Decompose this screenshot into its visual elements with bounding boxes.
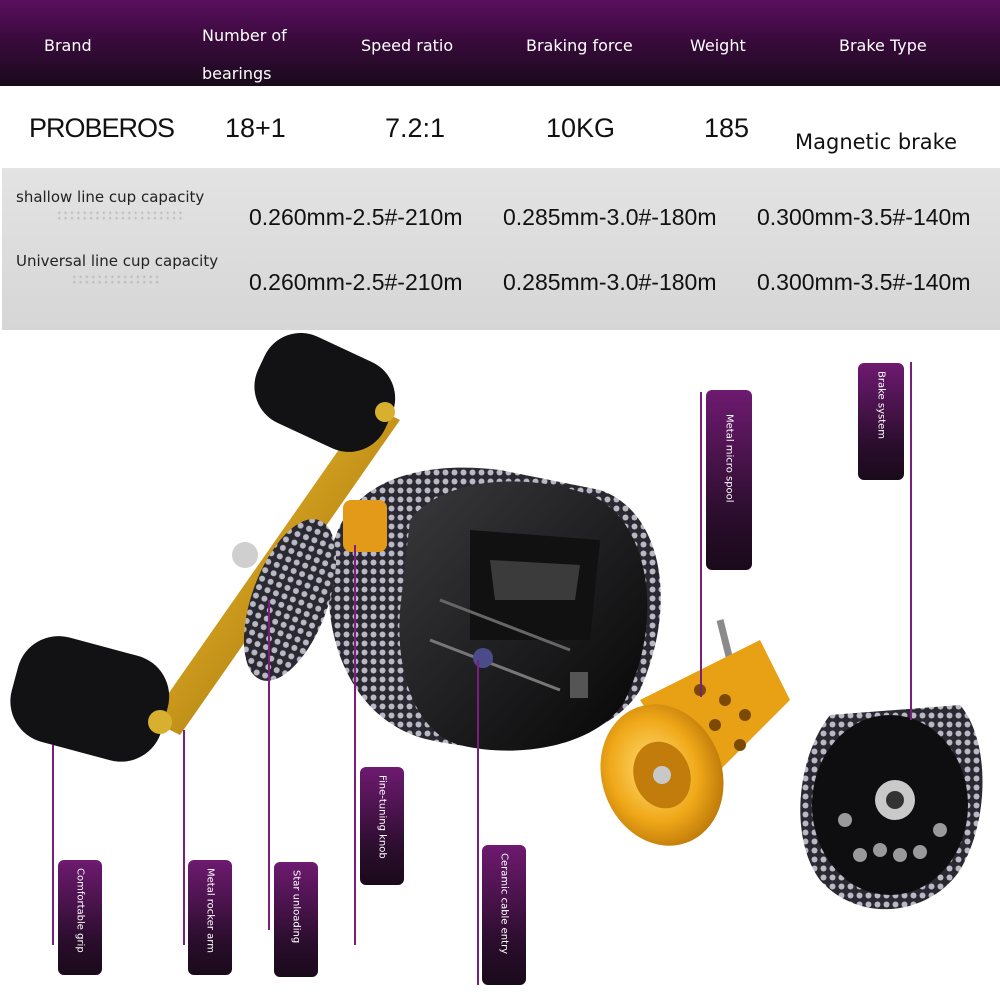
callout-fine-tuning-knob-label: Fine-tuning knob (376, 775, 388, 859)
header-brake-type: Brake Type (839, 36, 927, 55)
header-bearings-line2: bearings (202, 64, 272, 83)
spec-bearings: 18+1 (225, 113, 286, 143)
callout-metal-micro-spool-label: Metal micro spool (723, 414, 735, 503)
header-braking-force: Braking force (526, 36, 633, 55)
callout-star-unloading: Star unloading (274, 862, 318, 977)
universal-capacity-value-3: 0.300mm-3.5#-140m (757, 269, 971, 295)
brake-system-illustration (800, 705, 983, 910)
shallow-capacity-value-3: 0.300mm-3.5#-140m (757, 204, 971, 230)
callout-line-metal-rocker-arm (183, 730, 185, 945)
shallow-capacity-value-2: 0.285mm-3.0#-180m (503, 204, 717, 230)
callout-line-star-unloading (268, 600, 270, 930)
spec-braking-force: 10KG (546, 113, 616, 143)
callout-star-unloading-label: Star unloading (290, 870, 302, 944)
universal-capacity-value-2: 0.285mm-3.0#-180m (503, 269, 717, 295)
callout-line-metal-micro-spool (700, 392, 702, 697)
callout-line-ceramic-cable-entry (477, 660, 479, 985)
callout-ceramic-cable-entry-label: Ceramic cable entry (498, 853, 510, 955)
spec-table-header: Brand Number of bearings Speed ratio Bra… (0, 0, 1000, 86)
universal-capacity-label: Universal line cup capacity (16, 252, 219, 270)
callout-line-comfortable-grip (52, 745, 54, 945)
callout-line-brake-system (910, 362, 912, 720)
spec-values-row: PROBEROS 18+1 7.2:1 10KG 185 Magnetic br… (0, 88, 1000, 168)
callout-metal-rocker-arm: Metal rocker arm (188, 860, 232, 975)
callout-metal-rocker-arm-label: Metal rocker arm (204, 868, 216, 953)
header-speed-ratio: Speed ratio (361, 36, 454, 55)
callout-fine-tuning-knob: Fine-tuning knob (360, 767, 404, 885)
shallow-capacity-label: shallow line cup capacity (16, 188, 205, 206)
spec-speed-ratio: 7.2:1 (385, 113, 446, 143)
metal-micro-spool-illustration (600, 619, 790, 846)
shallow-capacity-value-1: 0.260mm-2.5#-210m (249, 204, 463, 230)
callout-comfortable-grip-label: Comfortable grip (74, 868, 86, 953)
spec-brake-type: Magnetic brake (795, 130, 958, 154)
universal-capacity-blurred-mark: :::::::::::::: (72, 272, 162, 287)
spec-brand: PROBEROS (29, 113, 175, 143)
header-brand: Brand (44, 36, 92, 55)
shallow-capacity-blurred-mark: :::::::::::::::::::: (57, 208, 185, 223)
header-weight: Weight (690, 36, 746, 55)
callout-comfortable-grip: Comfortable grip (58, 860, 102, 975)
callout-ceramic-cable-entry: Ceramic cable entry (482, 845, 526, 985)
callout-metal-micro-spool: Metal micro spool (706, 390, 752, 570)
callout-line-fine-tuning-knob (354, 545, 356, 945)
callout-brake-system-label: Brake system (875, 371, 887, 440)
handle-assembly (10, 332, 400, 762)
line-capacity-table: shallow line cup capacity ::::::::::::::… (2, 168, 1000, 330)
reel-body (328, 467, 661, 751)
universal-capacity-value-1: 0.260mm-2.5#-210m (249, 269, 463, 295)
spec-weight: 185 (704, 113, 750, 143)
header-bearings-line1: Number of (202, 26, 287, 45)
callout-brake-system: Brake system (858, 363, 904, 480)
